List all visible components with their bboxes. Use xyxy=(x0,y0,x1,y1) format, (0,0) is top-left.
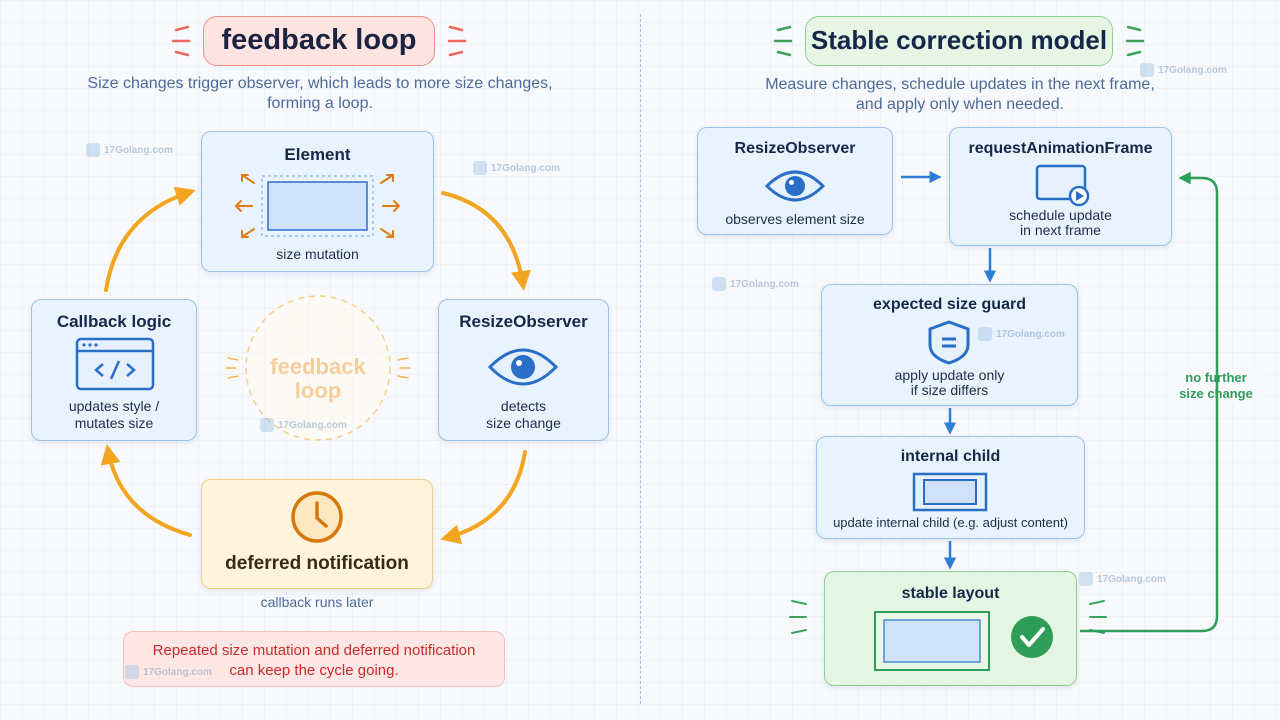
deferred-box-title: deferred notification xyxy=(225,553,409,574)
observer-box-left-sub2: size change xyxy=(486,415,561,431)
watermark: 17Golang.com xyxy=(712,277,799,291)
watermark-text: 17Golang.com xyxy=(104,144,173,156)
child-box-title: internal child xyxy=(900,448,1001,465)
guard-box-title: expected size guard xyxy=(873,296,1026,313)
watermark-logo-icon xyxy=(86,143,100,157)
watermark-logo-icon xyxy=(125,665,139,679)
frame-play-icon xyxy=(1035,164,1090,207)
callback-box-sub2: mutates size xyxy=(74,415,154,431)
observer-box-left-title: ResizeObserver xyxy=(459,312,588,331)
eye-icon xyxy=(487,348,559,386)
right-title: Stable correction model xyxy=(805,16,1113,66)
observer-box-left: ResizeObserver detects size change xyxy=(438,299,609,441)
layout-panel-icon xyxy=(874,611,990,671)
left-caption-line1: Size changes trigger observer, which lea… xyxy=(87,75,553,92)
watermark: 17Golang.com xyxy=(125,665,212,679)
resize-element-icon xyxy=(234,174,401,238)
left-caption-line2: forming a loop. xyxy=(267,95,373,112)
watermark: 17Golang.com xyxy=(260,418,347,432)
nested-box-icon xyxy=(912,472,988,512)
watermark-logo-icon xyxy=(1079,572,1093,586)
watermark-text: 17Golang.com xyxy=(278,419,347,431)
arrow-deferred-to-callback xyxy=(100,444,192,537)
watermark-text: 17Golang.com xyxy=(143,666,212,678)
observer-box-right: ResizeObserver observes element size xyxy=(697,127,893,235)
feedback-loop-arrows xyxy=(100,186,531,545)
clock-icon xyxy=(291,491,343,543)
observer-box-right-title: ResizeObserver xyxy=(734,140,856,157)
center-divider xyxy=(640,14,641,704)
left-title: feedback loop xyxy=(203,16,435,66)
warning-line1: Repeated size mutation and deferred noti… xyxy=(152,642,476,659)
arrow-stable-to-raf xyxy=(1080,171,1219,633)
deferred-box-sub: callback runs later xyxy=(260,594,374,610)
right-title-decor-icon xyxy=(773,25,1145,57)
right-caption-line1: Measure changes, schedule updates in the… xyxy=(765,76,1155,93)
code-window-icon xyxy=(75,337,155,391)
raf-box-sub1: schedule update xyxy=(1009,207,1112,223)
left-title-text: feedback loop xyxy=(221,24,417,56)
guard-box-sub2: if size differs xyxy=(910,382,989,398)
check-circle-icon xyxy=(1011,616,1053,658)
watermark-logo-icon xyxy=(473,161,487,175)
arrow-element-to-observer xyxy=(441,191,531,291)
watermark-text: 17Golang.com xyxy=(730,278,799,290)
watermark: 17Golang.com xyxy=(978,327,1065,341)
watermark: 17Golang.com xyxy=(1079,572,1166,586)
watermark-text: 17Golang.com xyxy=(491,162,560,174)
guard-box: expected size guard apply update only if… xyxy=(821,284,1078,406)
loop-circle-icon xyxy=(225,295,411,441)
callback-box-title: Callback logic xyxy=(56,312,172,331)
arrow-callback-to-element xyxy=(104,186,196,292)
right-caption-line2: and apply only when needed. xyxy=(855,96,1065,113)
watermark: 17Golang.com xyxy=(1140,63,1227,77)
watermark-text: 17Golang.com xyxy=(1158,64,1227,76)
stable-box-title: stable layout xyxy=(901,585,1000,602)
shield-icon xyxy=(928,320,970,365)
raf-box-sub2: in next frame xyxy=(1020,222,1101,238)
element-box-sub: size mutation xyxy=(276,246,359,262)
left-title-decor-icon xyxy=(171,25,467,57)
arrow-observer-to-deferred xyxy=(440,450,527,545)
watermark-text: 17Golang.com xyxy=(996,328,1065,340)
left-caption: Size changes trigger observer, which lea… xyxy=(60,74,580,114)
observer-box-right-sub: observes element size xyxy=(725,211,865,227)
watermark-logo-icon xyxy=(712,277,726,291)
watermark: 17Golang.com xyxy=(473,161,560,175)
raf-box-title: requestAnimationFrame xyxy=(968,140,1153,157)
element-box-title: Element xyxy=(284,145,351,164)
watermark-logo-icon xyxy=(1140,63,1154,77)
right-caption: Measure changes, schedule updates in the… xyxy=(700,75,1220,115)
right-title-text: Stable correction model xyxy=(810,25,1108,55)
guard-box-sub1: apply update only xyxy=(894,367,1005,383)
warning-line2: can keep the cycle going. xyxy=(229,662,399,679)
watermark: 17Golang.com xyxy=(86,143,173,157)
child-box: internal child update internal child (e.… xyxy=(816,436,1085,539)
child-box-sub: update internal child (e.g. adjust conte… xyxy=(833,515,1068,530)
watermark-logo-icon xyxy=(978,327,992,341)
watermark-logo-icon xyxy=(260,418,274,432)
callback-box-sub1: updates style / xyxy=(68,398,160,414)
watermark-text: 17Golang.com xyxy=(1097,573,1166,585)
correction-flow-arrows xyxy=(901,170,997,570)
observer-eye-icon xyxy=(764,170,826,202)
observer-box-left-sub1: detects xyxy=(500,398,547,414)
warning-box: Repeated size mutation and deferred noti… xyxy=(123,631,505,687)
